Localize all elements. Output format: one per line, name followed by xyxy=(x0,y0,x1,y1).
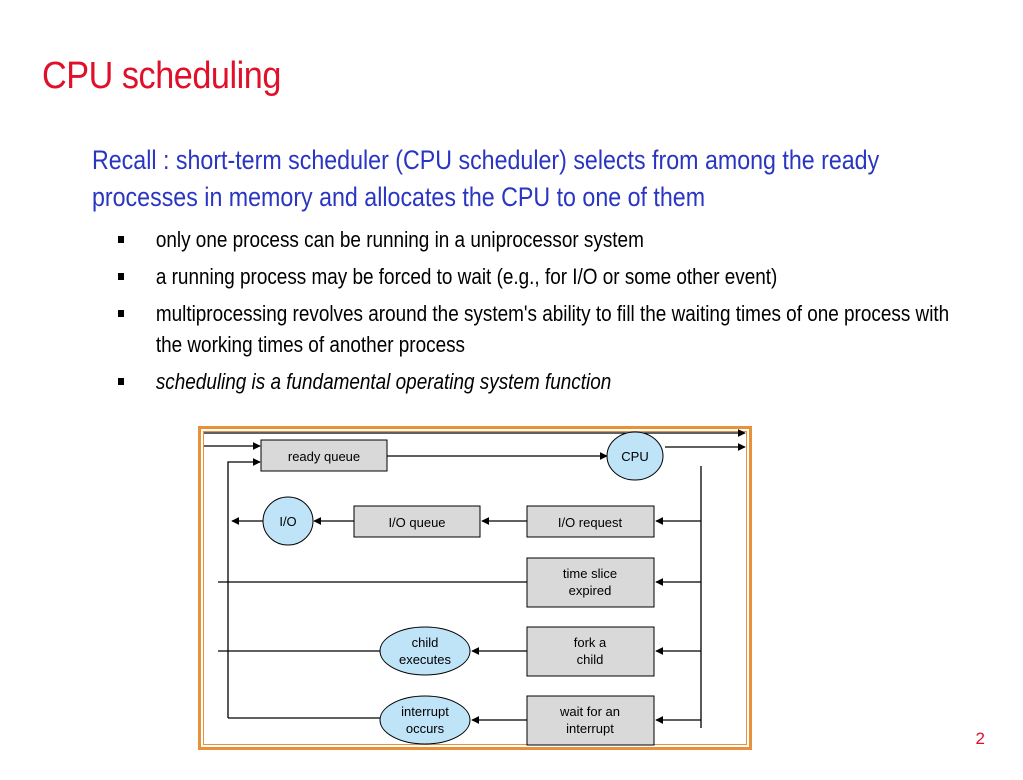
square-bullet-icon xyxy=(118,236,125,243)
diagram-frame xyxy=(198,426,752,750)
cpu-circle xyxy=(606,431,664,481)
square-bullet-icon xyxy=(118,310,125,317)
connector-lines xyxy=(204,429,746,728)
bullet-text: multiprocessing revolves around the syst… xyxy=(155,301,950,357)
io-request-label: I/O request xyxy=(558,515,623,530)
time-slice-label-2: expired xyxy=(569,583,612,598)
io-label: I/O xyxy=(279,514,296,529)
fork-label-2: child xyxy=(577,652,604,667)
wait-interrupt-box xyxy=(526,695,655,746)
io-queue-label: I/O queue xyxy=(388,515,445,530)
interrupt-label-2: occurs xyxy=(406,721,445,736)
io-circle xyxy=(262,496,314,546)
intro-text: Recall : short-term scheduler (CPU sched… xyxy=(92,145,880,212)
io-queue-box xyxy=(353,505,481,538)
cpu-label: CPU xyxy=(621,449,648,464)
interrupt-occurs-circle xyxy=(379,695,471,745)
bullet-list: only one process can be running in a uni… xyxy=(118,224,957,403)
square-bullet-icon xyxy=(118,273,125,280)
child-executes-circle xyxy=(379,626,471,676)
wait-label-1: wait for an xyxy=(559,704,620,719)
child-label-2: executes xyxy=(399,652,452,667)
scheduling-queue-diagram: ready queue CPU I/O I/O queue I/O reques… xyxy=(198,426,752,750)
interrupt-label-1: interrupt xyxy=(401,704,449,719)
ready-queue-label: ready queue xyxy=(288,449,360,464)
page-number: 2 xyxy=(975,729,985,748)
fork-child-box xyxy=(526,626,655,677)
child-label-1: child xyxy=(412,635,439,650)
io-request-box xyxy=(526,505,655,538)
square-bullet-icon xyxy=(118,378,125,385)
ready-queue-box xyxy=(260,439,388,472)
bullet-item: only one process can be running in a uni… xyxy=(118,224,957,255)
time-slice-label-1: time slice xyxy=(563,566,617,581)
bullet-item: multiprocessing revolves around the syst… xyxy=(118,298,957,360)
diagram-frame-inner xyxy=(203,431,747,745)
bullet-item: a running process may be forced to wait … xyxy=(118,261,957,292)
bullet-text: scheduling is a fundamental operating sy… xyxy=(155,369,612,394)
bullet-text: only one process can be running in a uni… xyxy=(155,227,644,252)
time-slice-box xyxy=(526,557,655,608)
slide-title: CPU scheduling xyxy=(42,55,281,97)
bullet-text: a running process may be forced to wait … xyxy=(155,264,778,289)
return-path xyxy=(227,458,261,718)
wait-label-2: interrupt xyxy=(566,721,614,736)
bullet-item: scheduling is a fundamental operating sy… xyxy=(118,366,957,397)
fork-label-1: fork a xyxy=(574,635,607,650)
